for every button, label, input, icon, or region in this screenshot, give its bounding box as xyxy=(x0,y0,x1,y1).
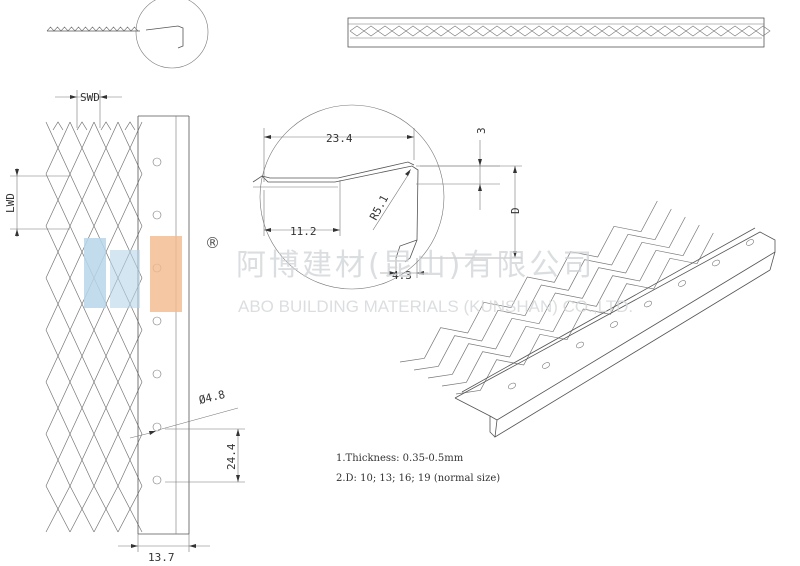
notes: 1.Thickness: 0.35-0.5mm 2.D: 10; 13; 16;… xyxy=(336,453,500,484)
note-thickness: 1.Thickness: 0.35-0.5mm xyxy=(336,453,464,464)
depth-d-dimension: D xyxy=(420,165,522,259)
swd-label: SWD xyxy=(80,91,100,104)
top-side-view xyxy=(347,17,771,48)
note-d-sizes: 2.D: 10; 13; 16; 19 (normal size) xyxy=(336,473,500,484)
watermark-chinese: 阿博建材(昆山)有限公司 xyxy=(236,248,595,283)
top-profile-view xyxy=(46,0,209,69)
detail-circle-view: 23.4 11.2 R5.1 4.3 xyxy=(252,104,445,290)
isometric-view xyxy=(399,200,776,438)
flange-width-label: 11.2 xyxy=(290,225,317,238)
dim-3-label: 3 xyxy=(475,127,488,134)
hole-pitch-dimension: 24.4 xyxy=(165,428,245,483)
lwd-dimension: LWD xyxy=(4,168,70,237)
strip-width-label: 13.7 xyxy=(148,551,175,564)
hole-diameter-label: Ø4.8 xyxy=(198,388,227,407)
hole-pitch-label: 24.4 xyxy=(225,443,238,470)
return-width-label: 4.3 xyxy=(392,269,412,282)
front-mesh-view xyxy=(45,115,190,535)
watermark-english: ABO BUILDING MATERIALS (KUNSHAN) CO.,LTD… xyxy=(238,297,633,316)
lwd-label: LWD xyxy=(4,193,17,213)
hole-diameter-dimension: Ø4.8 xyxy=(129,388,239,439)
overall-width-label: 23.4 xyxy=(326,132,353,145)
strip-width-dimension: 13.7 xyxy=(118,534,210,564)
swd-dimension: SWD xyxy=(55,90,122,128)
thickness-3-dimension: 3 xyxy=(416,127,500,210)
dim-d-label: D xyxy=(509,207,522,214)
company-logo: ® xyxy=(84,234,220,312)
registered-mark: ® xyxy=(205,234,220,252)
